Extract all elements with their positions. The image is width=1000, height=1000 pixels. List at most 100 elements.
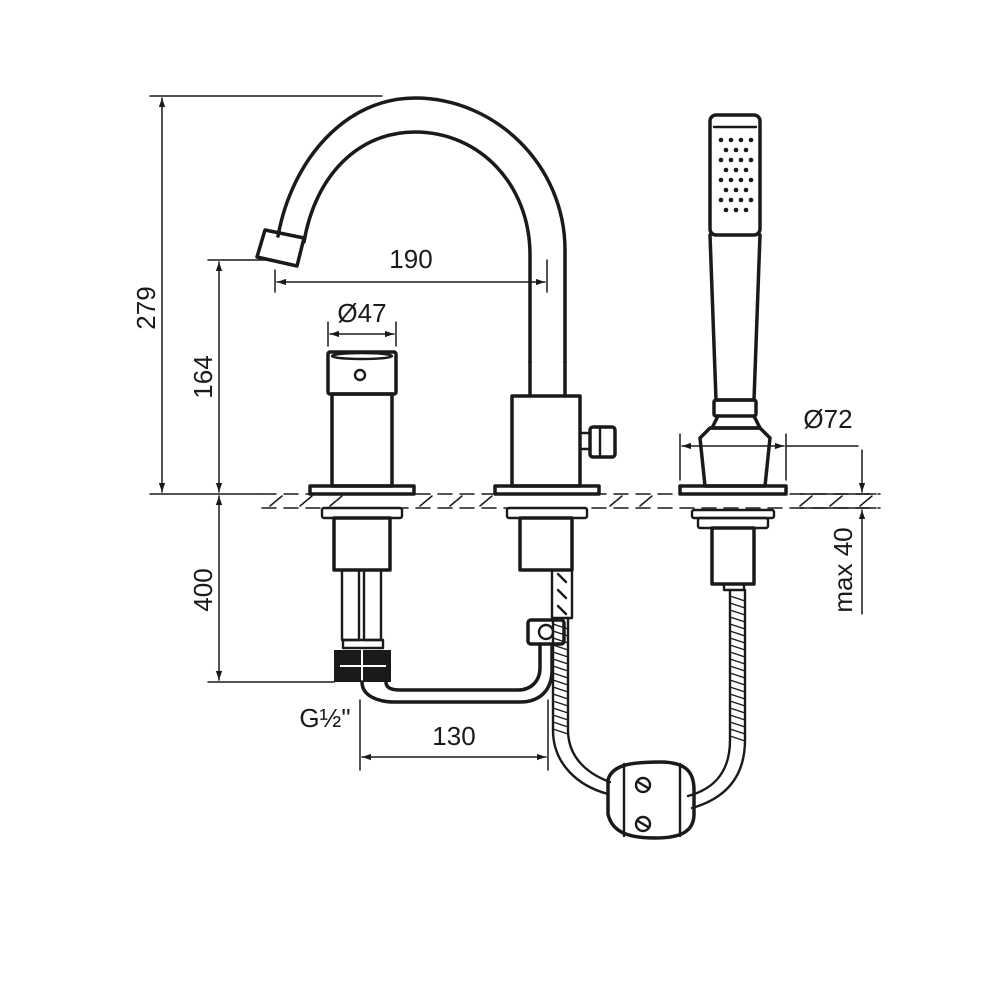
dimension-deck-thickness: max 40	[799, 449, 877, 615]
hose-winding	[729, 728, 746, 735]
spray-nozzle	[718, 157, 724, 163]
hose-winding	[552, 707, 569, 714]
hose-winding	[729, 637, 746, 644]
dimension-mixer-diameter: Ø47	[327, 298, 397, 347]
hose-winding	[729, 595, 746, 602]
spout-underdeck	[505, 506, 589, 646]
spray-nozzle	[733, 187, 739, 193]
hose-winding	[729, 658, 746, 665]
dimension-handshower-base: Ø72	[679, 404, 859, 481]
hose-winding	[552, 693, 569, 700]
hose-windings	[552, 595, 746, 742]
hose-winding	[729, 623, 746, 630]
dim-deck-thickness-label: max 40	[828, 527, 858, 612]
dimension-spout-reach: 190	[274, 244, 548, 293]
hose-winding	[552, 637, 569, 644]
spray-nozzle	[743, 147, 749, 153]
diverter-knob	[578, 425, 617, 459]
dim-spout-height-label: 164	[188, 355, 218, 398]
hose-winding	[729, 672, 746, 679]
screw-icon	[634, 815, 652, 833]
hose-winding	[729, 686, 746, 693]
hose-winding	[729, 700, 746, 707]
mixer-underdeck	[320, 506, 404, 682]
spray-nozzle	[733, 167, 739, 173]
spray-nozzle	[738, 197, 744, 203]
spout	[255, 96, 567, 398]
spray-nozzle	[743, 187, 749, 193]
hose-winding	[729, 630, 746, 637]
deck-hatching	[269, 495, 873, 507]
spray-nozzle	[738, 157, 744, 163]
hose-winding	[552, 679, 569, 686]
hose-winding	[552, 651, 569, 658]
spray-nozzle	[748, 197, 754, 203]
hose-winding	[729, 609, 746, 616]
spray-nozzle	[738, 137, 744, 143]
dim-mixer-diameter-label: Ø47	[337, 298, 386, 328]
dim-total-height-label: 279	[131, 286, 161, 329]
braided-hose-right	[362, 568, 383, 642]
hose-winding	[552, 686, 569, 693]
hose-winding	[552, 672, 569, 679]
spray-nozzle	[718, 177, 724, 183]
spout-body	[493, 394, 617, 496]
spout-outlet	[255, 228, 306, 268]
hose-weight	[606, 760, 696, 840]
connecting-pipe	[360, 642, 554, 704]
mixer-indicator-icon	[353, 368, 367, 382]
hose-winding	[729, 693, 746, 700]
dim-spout-reach-label: 190	[389, 244, 432, 274]
hose-winding	[552, 665, 569, 672]
hose-winding	[729, 721, 746, 728]
spout-base-rosette	[493, 484, 601, 496]
hose-winding	[552, 630, 569, 637]
thread-size-label: G½"	[299, 703, 350, 733]
hose-winding	[729, 644, 746, 651]
spray-nozzle	[718, 137, 724, 143]
spray-nozzle	[723, 187, 729, 193]
shower-hose	[551, 588, 747, 810]
handshower-base-rosette	[678, 484, 788, 496]
mixer-base-rosette	[308, 484, 416, 496]
spray-nozzle	[723, 167, 729, 173]
spray-nozzle	[733, 147, 739, 153]
spray-nozzle	[743, 167, 749, 173]
hose-winding	[729, 616, 746, 623]
hose-winding	[552, 721, 569, 728]
dim-hose-length-label: 400	[188, 568, 218, 611]
hose-winding	[729, 714, 746, 721]
handshower-holder	[678, 426, 788, 496]
hose-winding	[729, 679, 746, 686]
handshower-underdeck	[690, 508, 776, 592]
hand-shower	[708, 113, 762, 430]
spray-nozzles-icon	[718, 137, 754, 213]
spray-nozzle	[733, 207, 739, 213]
spray-nozzle	[748, 177, 754, 183]
hose-winding	[552, 644, 569, 651]
spray-nozzle	[748, 137, 754, 143]
handshower-head	[708, 113, 762, 237]
screw-icon	[634, 776, 652, 794]
spray-nozzle	[723, 147, 729, 153]
hose-winding	[729, 735, 746, 742]
dimension-total-height: 279	[131, 95, 383, 495]
hose-winding	[552, 728, 569, 735]
braided-hose-left	[340, 568, 361, 642]
dim-connection-spacing-label: 130	[432, 721, 475, 751]
spray-nozzle	[748, 157, 754, 163]
hose-winding	[552, 658, 569, 665]
spray-nozzle	[718, 197, 724, 203]
spray-nozzle	[728, 137, 734, 143]
spray-nozzle	[743, 207, 749, 213]
spray-nozzle	[728, 197, 734, 203]
hose-winding	[729, 665, 746, 672]
dimension-connection-spacing: 130	[359, 699, 549, 771]
hose-winding	[729, 602, 746, 609]
spray-nozzle	[723, 207, 729, 213]
dim-handshower-base-label: Ø72	[803, 404, 852, 434]
spray-nozzle	[738, 177, 744, 183]
hose-winding	[552, 623, 569, 630]
mixer-body	[308, 350, 416, 496]
